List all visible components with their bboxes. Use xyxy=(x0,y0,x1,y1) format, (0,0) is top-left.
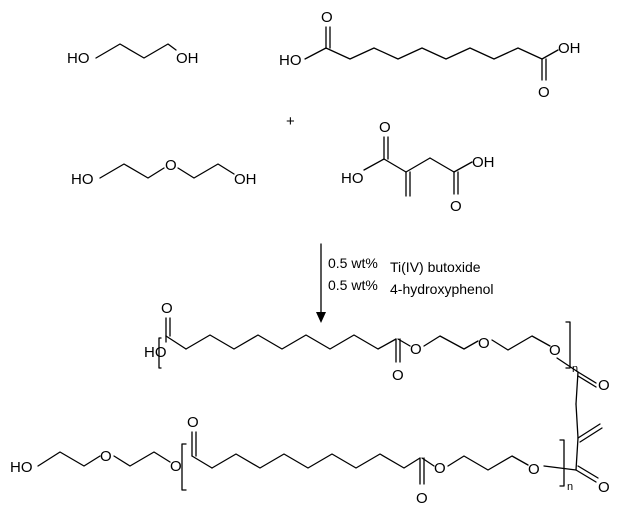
deg-ho: HO xyxy=(71,171,94,188)
itaconic-o-top: O xyxy=(379,119,391,136)
itaconic-oh: OH xyxy=(472,154,495,171)
product-top-end-o: O xyxy=(549,342,561,359)
deg-oh: OH xyxy=(234,171,257,188)
product-top-ester-carbonyl-o: O xyxy=(392,367,404,384)
itaconic-o-bottom: O xyxy=(450,198,462,215)
product-linker: O O xyxy=(556,357,610,496)
product-top-o-top: O xyxy=(161,300,173,317)
condition-2-amount: 0.5 wt% xyxy=(328,277,378,293)
reaction-conditions: 0.5 wt% Ti(IV) butoxide 0.5 wt% 4-hydrox… xyxy=(328,255,494,297)
product-linker-o-top: O xyxy=(598,377,610,394)
deg-ether-o: O xyxy=(165,157,177,174)
sebacic-acid-o-top: O xyxy=(321,9,333,26)
plus-sign: + xyxy=(286,113,295,130)
sebacic-acid-structure: O HO OH O xyxy=(279,9,581,101)
product-bottom-ho: HO xyxy=(10,459,33,476)
product-bottom-chain: HO O O O O O O n xyxy=(10,414,577,507)
sebacic-acid-oh: OH xyxy=(558,40,581,57)
sebacic-acid-ho: HO xyxy=(279,52,302,69)
diethylene-glycol-structure: HO O OH xyxy=(71,157,257,188)
product-bottom-o-top: O xyxy=(187,414,199,431)
condition-1-amount: 0.5 wt% xyxy=(328,255,378,271)
propanediol-ho: HO xyxy=(67,50,90,67)
reaction-arrow xyxy=(316,243,326,323)
condition-2-reagent: 4-hydroxyphenol xyxy=(390,281,494,297)
product-bottom-link-o: O xyxy=(170,458,182,475)
sebacic-acid-o-bottom: O xyxy=(538,84,550,101)
product-bottom-ester-o: O xyxy=(434,460,446,477)
product-top-ho: HO xyxy=(144,344,167,361)
propanediol-oh: OH xyxy=(176,50,199,67)
propanediol-structure: HO OH xyxy=(67,43,199,67)
product-bottom-repeat-n: n xyxy=(567,481,573,493)
product-top-chain: HO O O O O O n xyxy=(144,300,578,384)
condition-1-reagent: Ti(IV) butoxide xyxy=(390,259,481,275)
product-bottom-ester-carbonyl-o: O xyxy=(416,490,428,507)
product-linker-o-bottom: O xyxy=(598,479,610,496)
product-bottom-end-o: O xyxy=(528,461,540,478)
itaconic-ho: HO xyxy=(341,170,364,187)
product-top-ether-o: O xyxy=(478,335,490,352)
product-bottom-ether-o: O xyxy=(100,448,112,465)
product-top-ester-o: O xyxy=(410,341,422,358)
itaconic-acid-structure: O HO OH O xyxy=(341,119,495,215)
product-top-repeat-n: n xyxy=(572,363,578,375)
